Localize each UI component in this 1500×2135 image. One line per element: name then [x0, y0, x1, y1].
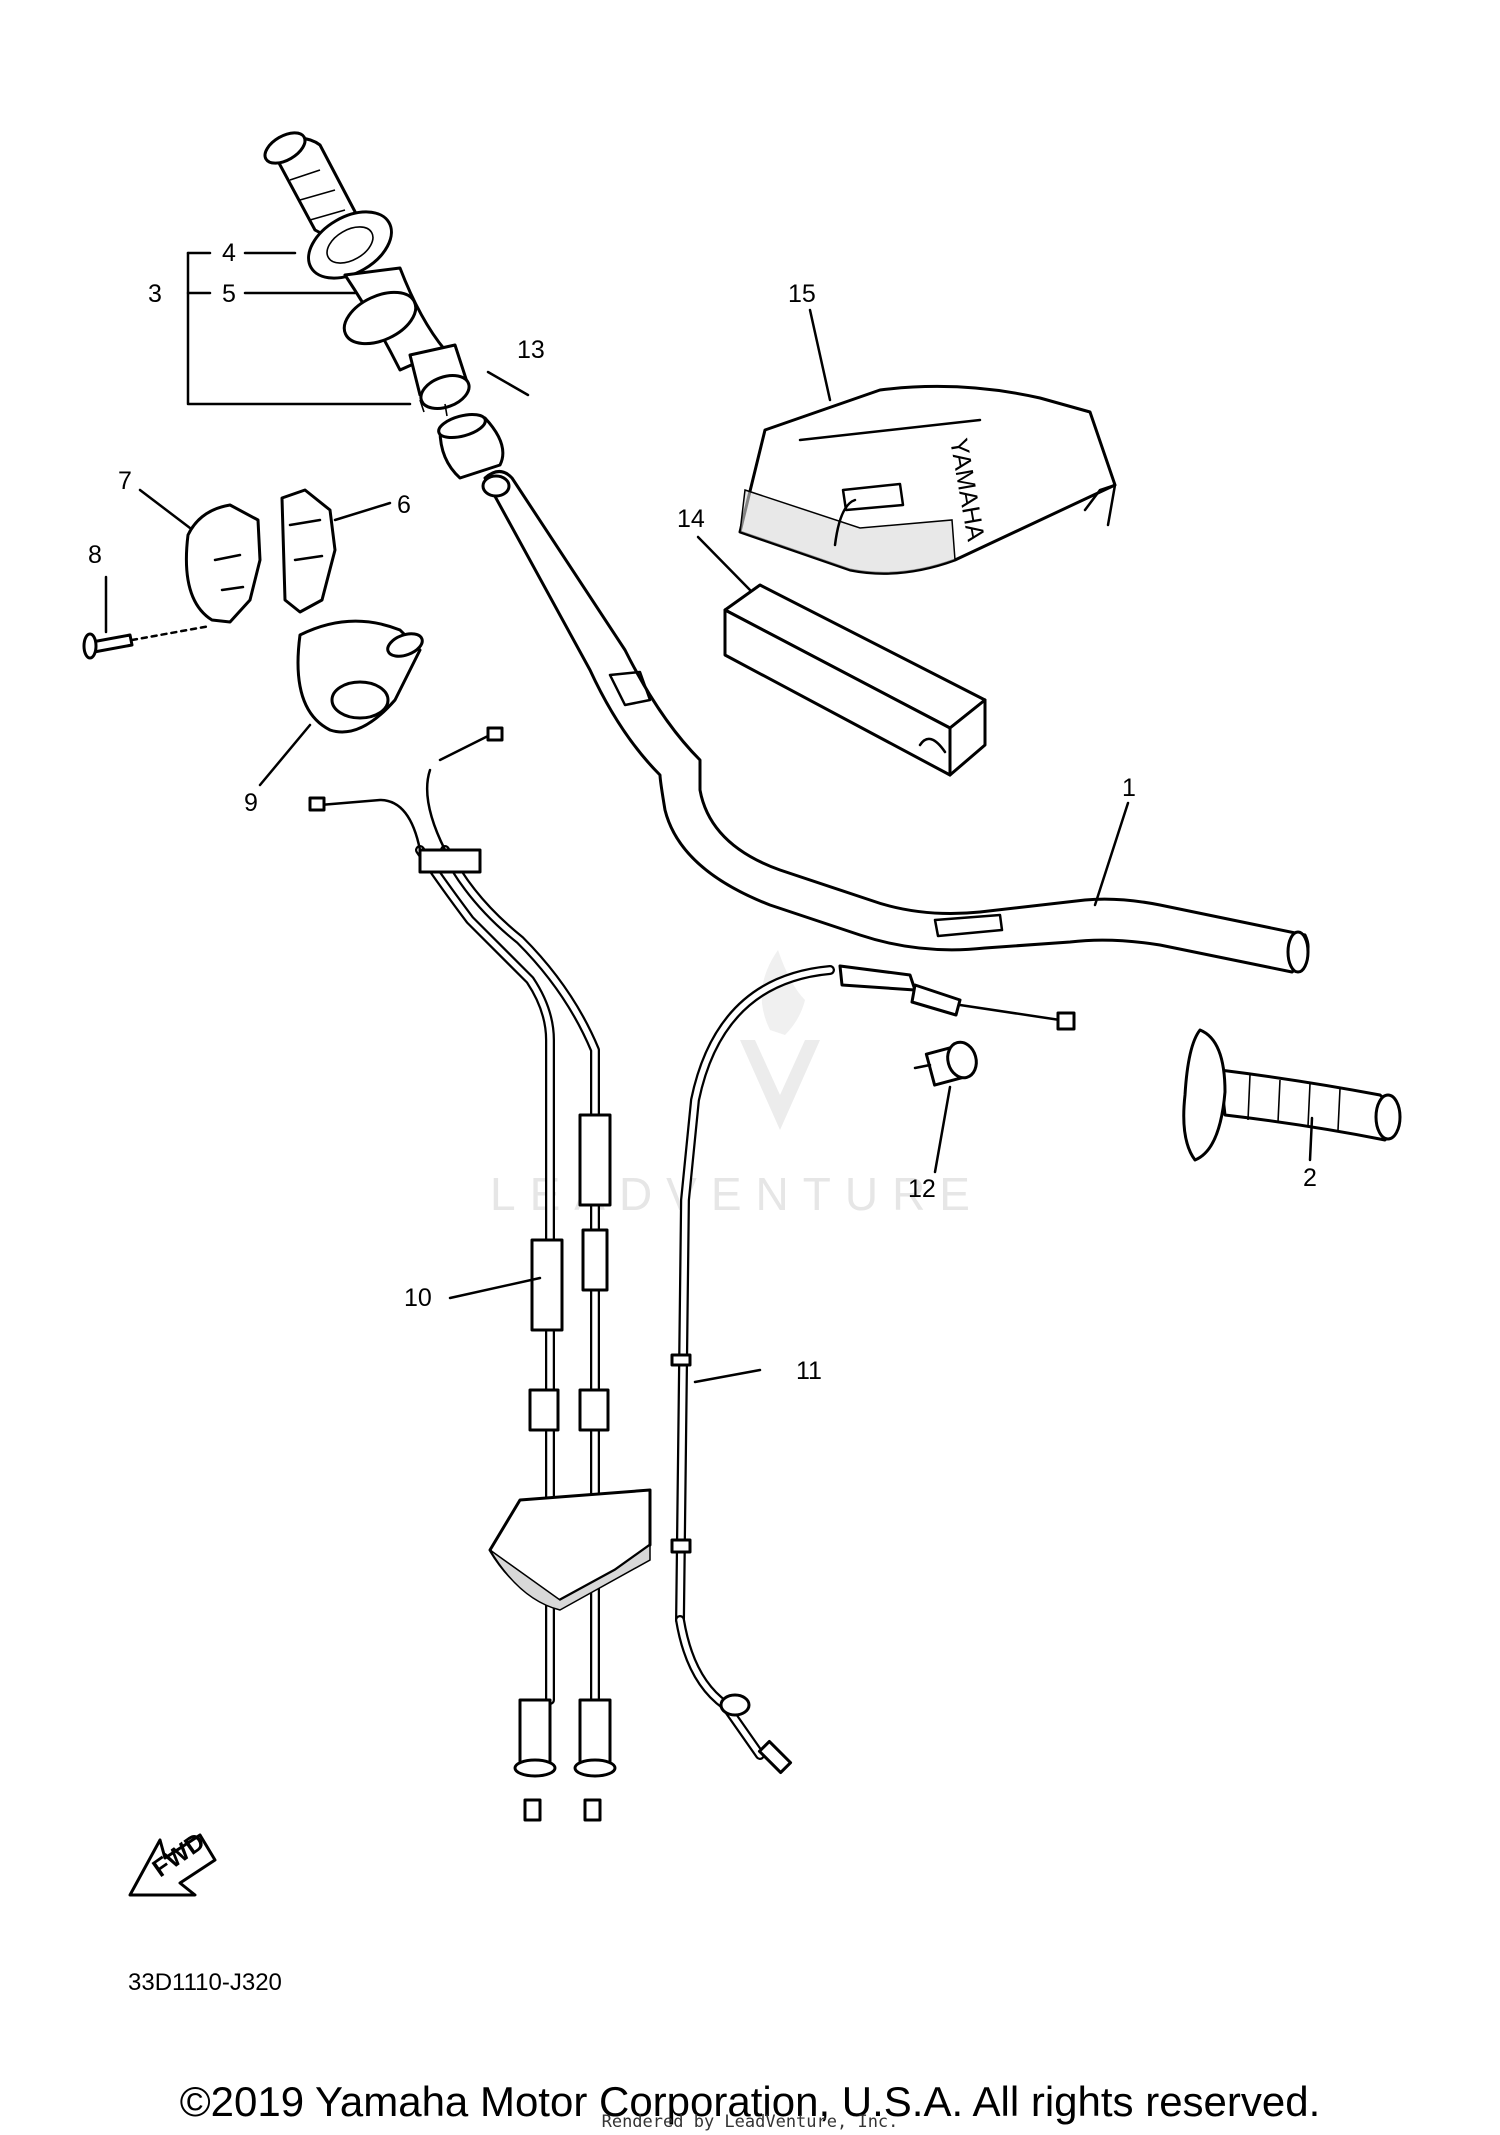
rendered-by-credit: Rendered by LeadVenture, Inc.: [601, 2112, 899, 2132]
callout-11: 11: [796, 1357, 822, 1385]
callout-15: 15: [788, 280, 816, 308]
callout-12: 12: [908, 1175, 936, 1203]
left-grip-assembly: [263, 131, 471, 417]
callout-2: 2: [1303, 1164, 1317, 1192]
handlebar: [481, 470, 1310, 974]
callout-9: 9: [244, 789, 258, 817]
copyright-notice: ©2019 Yamaha Motor Corporation, U.S.A. A…: [179, 2078, 1321, 2125]
callout-labels: 1 2 3 4 5 6 7 8 9 10 11 12 13 14 15: [88, 239, 1317, 1385]
throttle-cables: [308, 726, 652, 1822]
watermark-text: LEADVENTURE: [490, 1168, 984, 1220]
callout-4: 4: [222, 239, 236, 267]
housing-screw: [82, 624, 212, 660]
collar: [437, 413, 505, 480]
callout-1: 1: [1122, 774, 1136, 802]
callout-7: 7: [118, 467, 132, 495]
callout-3: 3: [148, 280, 162, 308]
callout-13: 13: [517, 336, 545, 364]
clutch-cable: [670, 964, 1076, 1775]
leadventure-watermark: LEADVENTURE: [490, 950, 984, 1220]
callout-14: 14: [677, 505, 705, 533]
crossbar-pad: [723, 583, 987, 777]
diagram-code: 33D1110-J320: [128, 1969, 282, 1996]
callout-5: 5: [222, 280, 236, 308]
fwd-arrow-icon: FWD: [128, 1827, 217, 1897]
right-grip: [1182, 1028, 1402, 1162]
callout-8: 8: [88, 541, 102, 569]
handlebar-pad-cover: YAMAHA: [738, 384, 1117, 575]
throttle-pulley: [296, 619, 424, 734]
cable-adjuster: [913, 1040, 978, 1087]
leader-lines: [104, 251, 1314, 1384]
throttle-housing-halves: [184, 488, 337, 624]
callout-10: 10: [404, 1284, 432, 1312]
callout-6: 6: [397, 491, 411, 519]
